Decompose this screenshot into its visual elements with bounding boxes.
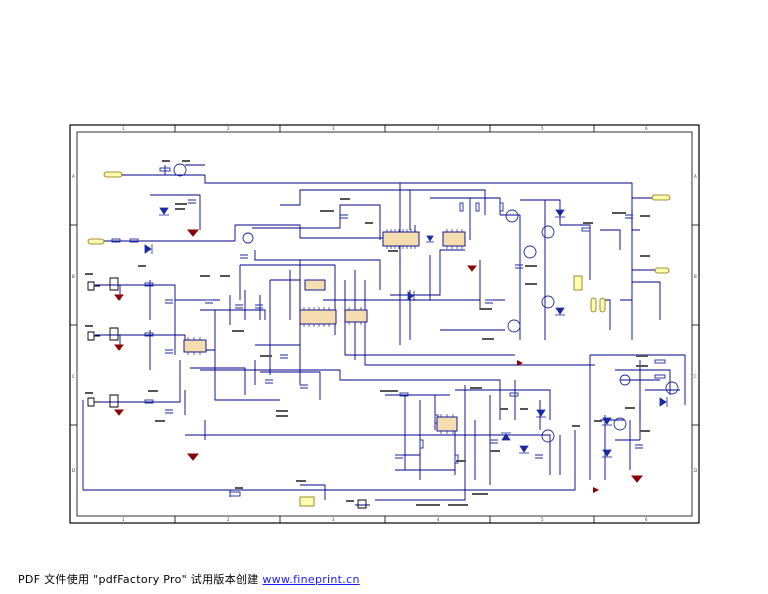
border-letter-right-b: B — [694, 274, 697, 279]
ic-u6 — [436, 416, 458, 432]
ic-u1 — [382, 231, 420, 247]
border-num-top-2: 2 — [227, 126, 230, 131]
capacitors — [165, 199, 643, 459]
ground-symbols — [114, 229, 643, 483]
diodes — [144, 207, 668, 458]
ic-u3 — [299, 309, 337, 325]
inner-frame — [76, 131, 693, 517]
resistors — [111, 167, 666, 497]
relay-coil — [573, 275, 583, 291]
border-letter-left-b: B — [72, 274, 75, 279]
wires — [82, 164, 686, 506]
pdf-footer: PDF 文件使用 "pdfFactory Pro" 试用版本创建 www.fin… — [18, 571, 360, 587]
ic-u4 — [344, 309, 368, 323]
border-letter-left-d: D — [72, 468, 75, 473]
footer-link[interactable]: www.fineprint.cn — [262, 573, 360, 586]
border-num-bottom-2: 2 — [227, 517, 230, 522]
border-letter-right-d: D — [694, 468, 697, 473]
arrows — [517, 360, 599, 493]
border-num-bottom-4: 4 — [437, 517, 440, 522]
ic-u5 — [183, 339, 207, 353]
border-num-top-5: 5 — [541, 126, 544, 131]
transistors — [173, 163, 679, 443]
border-letter-right-c: C — [694, 374, 697, 379]
border-num-top-3: 3 — [332, 126, 335, 131]
ic-u7 — [304, 279, 326, 291]
integrated-circuits — [183, 231, 466, 432]
connector-left — [87, 238, 105, 245]
outer-frame — [69, 124, 700, 524]
border-num-bottom-3: 3 — [332, 517, 335, 522]
border-ticks — [70, 125, 699, 523]
connector-right-vertical-2 — [599, 297, 606, 313]
border-num-bottom-6: 6 — [645, 517, 648, 522]
connector-top-right — [651, 194, 671, 201]
component-label-marks — [85, 160, 650, 506]
border-letter-left-a: A — [72, 174, 75, 179]
border-num-top-1: 1 — [122, 126, 125, 131]
border-num-top-6: 6 — [645, 126, 648, 131]
ic-u2 — [442, 231, 466, 247]
connector-right — [654, 267, 670, 274]
ic-pins — [187, 229, 463, 434]
connector-top-left — [103, 171, 123, 178]
border-num-bottom-5: 5 — [541, 517, 544, 522]
border-letter-left-c: C — [72, 374, 75, 379]
connector-right-vertical-1 — [590, 297, 597, 313]
connector-bottom — [299, 496, 315, 507]
border-letter-right-a: A — [694, 174, 697, 179]
connectors — [87, 171, 671, 507]
input-jacks — [87, 277, 367, 509]
border-num-bottom-1: 1 — [122, 517, 125, 522]
footer-text: PDF 文件使用 "pdfFactory Pro" 试用版本创建 — [18, 573, 259, 586]
border-num-top-4: 4 — [437, 126, 440, 131]
